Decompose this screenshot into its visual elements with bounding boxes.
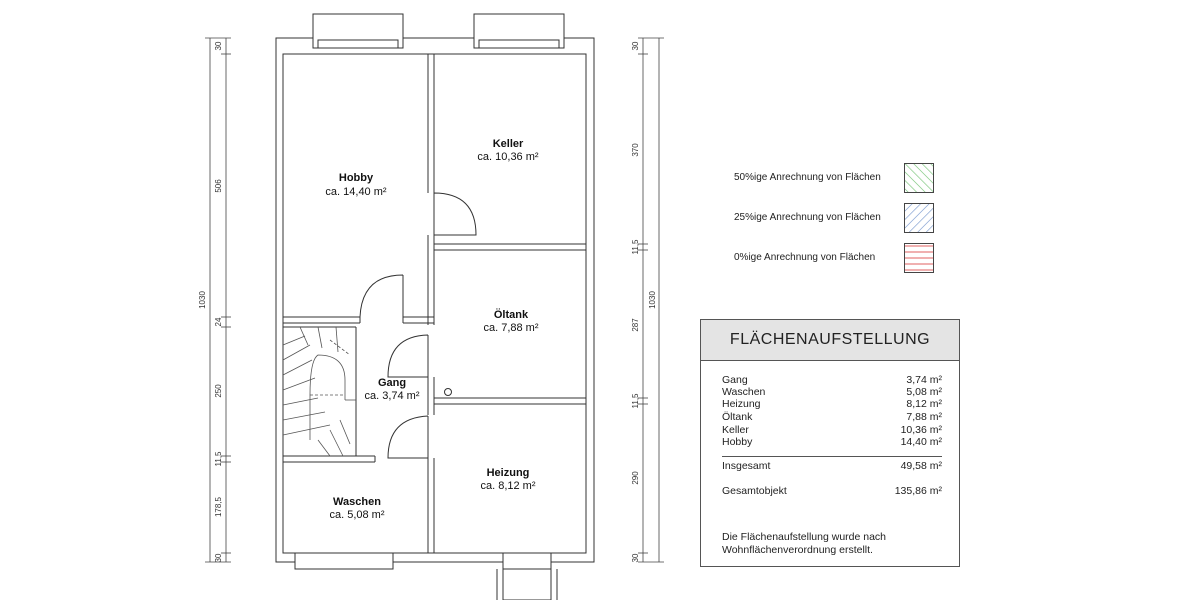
legend-row-0: 0%ige Anrechnung von Flächen [734,243,934,273]
dim-left-11-5: 11,5 [214,451,223,467]
hatch-blue-swatch [904,203,934,233]
summary-value: 7,88 m² [906,411,942,423]
dim-left-total: 1030 [198,291,207,309]
room-waschen-area: ca. 5,08 m² [329,509,384,521]
room-heizung-area: ca. 8,12 m² [480,480,535,492]
summary-row-oeltank: Öltank 7,88 m² [722,411,942,423]
dim-right-370: 370 [631,143,640,157]
dimension-chain-left [205,37,231,563]
legend-label-50: 50%ige Anrechnung von Flächen [734,172,881,183]
room-hobby-area: ca. 14,40 m² [325,186,386,198]
dim-left-506: 506 [214,179,223,193]
room-oeltank-area: ca. 7,88 m² [483,322,538,334]
area-summary-panel: FLÄCHENAUFSTELLUNG Gang 3,74 m² Waschen … [700,319,960,567]
room-gang-area: ca. 3,74 m² [364,390,419,402]
summary-label: Heizung [722,398,761,410]
summary-label: Keller [722,424,749,436]
summary-title: FLÄCHENAUFSTELLUNG [701,320,959,361]
legend-row-25: 25%ige Anrechnung von Flächen [734,203,934,233]
summary-row-keller: Keller 10,36 m² [722,424,942,436]
dimension-labels-right: 30 370 11,5 287 11,5 290 30 1030 [631,41,657,562]
hatch-green-swatch [904,163,934,193]
summary-total-label: Insgesamt [722,460,771,472]
summary-overall-label: Gesamtobjekt [722,485,787,497]
summary-row-hobby: Hobby 14,40 m² [722,436,942,448]
doors [359,192,477,459]
staircase [282,326,356,457]
summary-value: 3,74 m² [906,374,942,386]
dim-right-287: 287 [631,318,640,332]
summary-value: 5,08 m² [906,386,942,398]
legend-label-0: 0%ige Anrechnung von Flächen [734,252,876,263]
dim-left-250: 250 [214,384,223,398]
room-oeltank-name: Öltank [494,308,529,321]
summary-row-heizung: Heizung 8,12 m² [722,398,942,410]
dim-left-30-bottom: 30 [214,553,223,562]
walls [275,13,595,600]
room-keller-name: Keller [493,138,524,150]
summary-value: 10,36 m² [900,424,942,436]
legend-row-50: 50%ige Anrechnung von Flächen [734,163,934,193]
summary-row-waschen: Waschen 5,08 m² [722,386,942,398]
dim-right-30-bottom: 30 [631,553,640,562]
dim-left-30-top: 30 [214,41,223,50]
room-hobby-name: Hobby [339,172,374,184]
dim-left-178-5: 178,5 [214,496,223,517]
summary-overall-row: Gesamtobjekt 135,86 m² [722,485,942,497]
summary-note: Die Flächenaufstellung wurde nach Wohnfl… [722,531,887,556]
summary-value: 14,40 m² [900,436,942,448]
dim-right-11-5-lower: 11,5 [631,393,640,409]
dim-right-290: 290 [631,471,640,485]
dimension-labels-left: 30 506 24 250 11,5 178,5 30 1030 [198,41,223,562]
legend-label-25: 25%ige Anrechnung von Flächen [734,212,881,223]
summary-label: Hobby [722,436,753,448]
room-waschen-name: Waschen [333,496,381,508]
summary-label: Öltank [722,411,753,423]
summary-value: 8,12 m² [906,398,942,410]
summary-total-row: Insgesamt 49,58 m² [722,460,942,472]
room-gang-name: Gang [378,377,406,389]
room-keller-area: ca. 10,36 m² [477,151,538,163]
summary-row-gang: Gang 3,74 m² [722,374,942,386]
summary-total-value: 49,58 m² [900,460,942,472]
summary-label: Waschen [722,386,766,398]
summary-divider [722,456,942,457]
dim-right-total: 1030 [648,291,657,309]
room-labels: Hobby ca. 14,40 m² Keller ca. 10,36 m² Ö… [325,138,538,521]
summary-overall-value: 135,86 m² [894,485,942,497]
dim-right-30-top: 30 [631,41,640,50]
dim-left-24: 24 [214,317,223,326]
room-heizung-name: Heizung [487,467,530,479]
dimension-chain-right [638,37,664,563]
lines-red-swatch [904,243,934,273]
dim-right-11-5-upper: 11,5 [631,239,640,255]
summary-label: Gang [722,374,748,386]
